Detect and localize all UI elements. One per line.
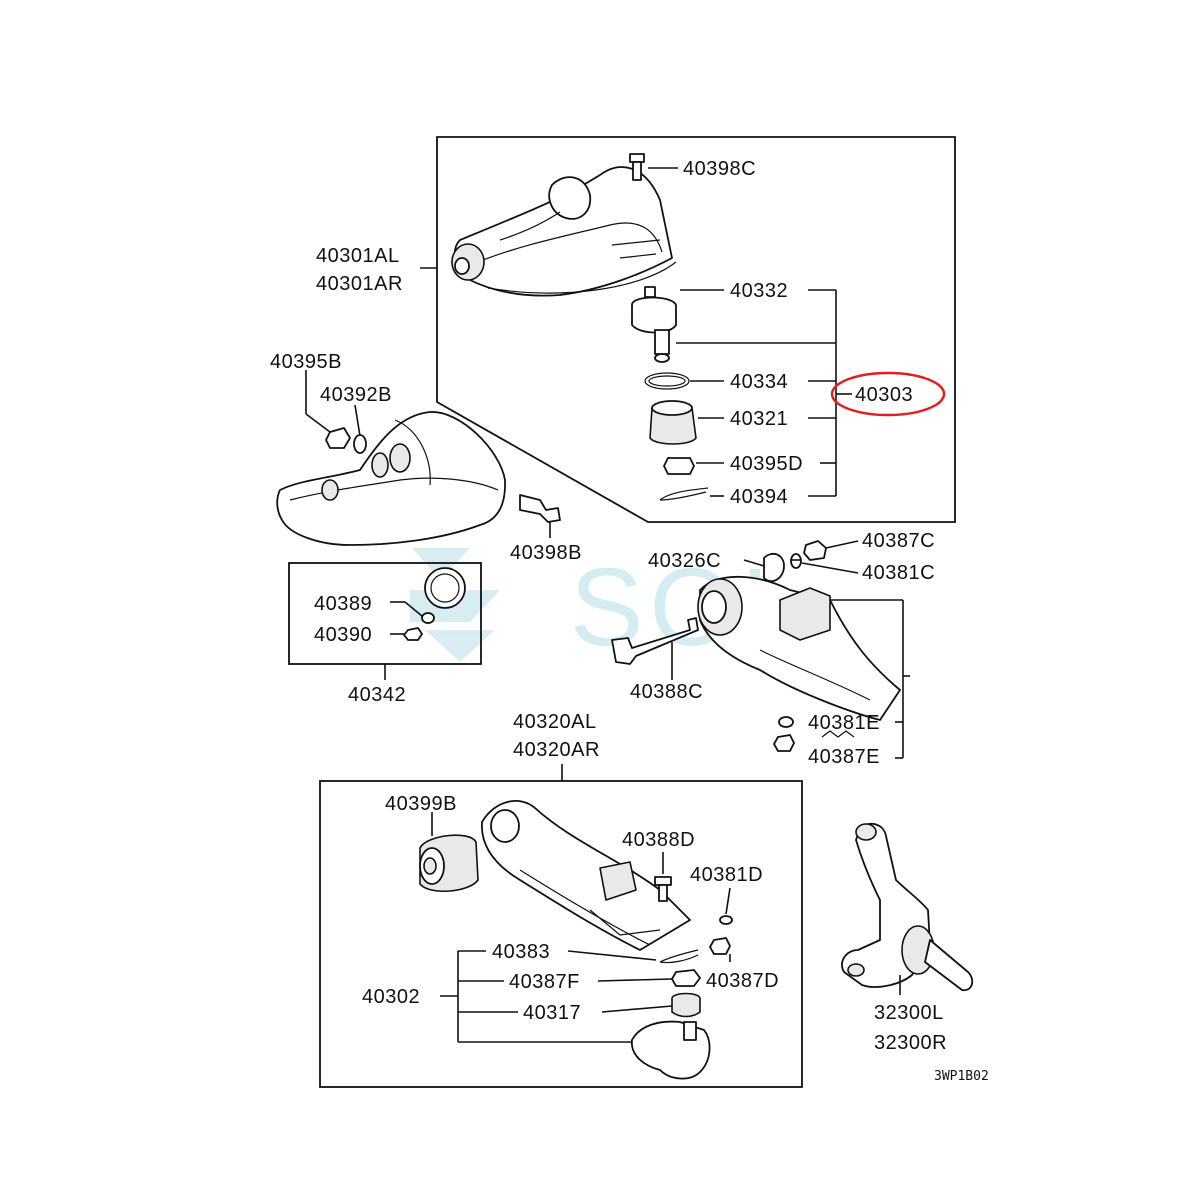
- label-40392b: 40392B: [320, 384, 392, 406]
- label-40317: 40317: [523, 1002, 581, 1024]
- lower-arm-group: 40320AL 40320AR 40399B 40388D: [319, 711, 803, 1088]
- washer-40381d-icon: [719, 915, 733, 925]
- leader-40381c: [801, 562, 859, 574]
- label-40302: 40302: [362, 986, 420, 1008]
- label-40320ar: 40320AR: [513, 739, 600, 761]
- label-40395b: 40395B: [270, 351, 342, 373]
- cotter-pin-icon: [659, 487, 709, 501]
- label-40389: 40389: [314, 593, 372, 615]
- nut-40387d-icon: [709, 937, 731, 955]
- castle-nut-40387f-icon: [671, 969, 701, 987]
- castle-nut-icon: [663, 457, 695, 475]
- washer-40381c-icon: [790, 553, 802, 569]
- cotter-pin-40383-icon: [659, 949, 699, 964]
- label-40301al: 40301AL: [316, 245, 400, 267]
- upper-arm-side-icon: [276, 411, 506, 546]
- leader-40381e-40387e: [821, 730, 855, 738]
- label-40399b: 40399B: [385, 793, 457, 815]
- leader-40387c: [825, 540, 859, 549]
- label-40381c: 40381C: [862, 562, 935, 584]
- ball-joint-icon: [631, 286, 677, 363]
- strut-bar-icon: [699, 575, 901, 721]
- label-40388d: 40388D: [622, 829, 695, 851]
- nut-40395b-icon: [325, 427, 351, 449]
- nut-40390-icon: [403, 627, 423, 641]
- label-40342: 40342: [348, 684, 406, 706]
- label-40387f: 40387F: [509, 971, 580, 993]
- upper-arm-group: 40398C 40332 40334 40321 40395D 40394 40…: [316, 136, 956, 523]
- label-32300l: 32300L: [874, 1002, 944, 1024]
- label-40326c: 40326C: [648, 550, 721, 572]
- knuckle-group: 32300L 32300R: [841, 822, 974, 1054]
- label-40394: 40394: [730, 486, 788, 508]
- upper-arm-frame: [436, 136, 956, 523]
- label-40320al: 40320AL: [513, 711, 597, 733]
- washer-40392b-icon: [353, 434, 367, 454]
- label-40388c: 40388C: [630, 681, 703, 703]
- lower-arm-icon: [481, 800, 691, 951]
- nut-40387c-icon: [803, 540, 827, 561]
- dust-boot-icon: [649, 407, 697, 445]
- ball-joint-40302-icon: [631, 1020, 711, 1080]
- label-40381e: 40381E: [808, 712, 880, 734]
- label-40387c: 40387C: [862, 530, 935, 552]
- seal-ring-icon: [644, 372, 690, 390]
- label-32300r: 32300R: [874, 1032, 947, 1054]
- upper-arm-side-group: 40395B 40392B 40398B: [270, 351, 582, 564]
- label-40398b: 40398B: [510, 542, 582, 564]
- nut-40387e-icon: [773, 734, 795, 752]
- boot-40317-icon: [671, 992, 701, 1018]
- dust-boot-top-icon: [651, 400, 693, 416]
- label-40398c: 40398C: [683, 158, 756, 180]
- bolt-40398b-icon: [519, 494, 561, 523]
- label-40383: 40383: [492, 941, 550, 963]
- strut-bar-group: 40326C 40387C 40381C 40388C 40381E 40387…: [611, 530, 935, 768]
- kit-40342-group: 40389 40390 40342: [288, 562, 482, 706]
- label-40301ar: 40301AR: [316, 273, 403, 295]
- label-40332: 40332: [730, 280, 788, 302]
- washer-40389-icon: [421, 612, 435, 624]
- washer-40381e-icon: [778, 716, 794, 728]
- label-40321: 40321: [730, 408, 788, 430]
- bolt-40388c-icon: [611, 617, 699, 665]
- leader-40392b: [354, 404, 361, 437]
- label-40387d: 40387D: [706, 970, 779, 992]
- label-40390: 40390: [314, 624, 372, 646]
- label-40334: 40334: [730, 371, 788, 393]
- label-40387e: 40387E: [808, 746, 880, 768]
- label-40303: 40303: [855, 384, 913, 406]
- seal-ring-inner-icon: [648, 375, 686, 387]
- bushing-40326c-icon: [763, 552, 785, 583]
- drawing-code: 3WP1B02: [934, 1069, 989, 1084]
- spindle-icon: [924, 939, 974, 992]
- leader-40326c: [743, 559, 765, 567]
- label-40395d: 40395D: [730, 453, 803, 475]
- bolt-40388d-icon: [654, 876, 672, 886]
- lower-arm-frame: [319, 780, 803, 1088]
- leader-40381d: [725, 887, 731, 915]
- label-40381d: 40381D: [690, 864, 763, 886]
- upper-arm-icon: [451, 153, 677, 297]
- highlight-circle: [830, 371, 946, 417]
